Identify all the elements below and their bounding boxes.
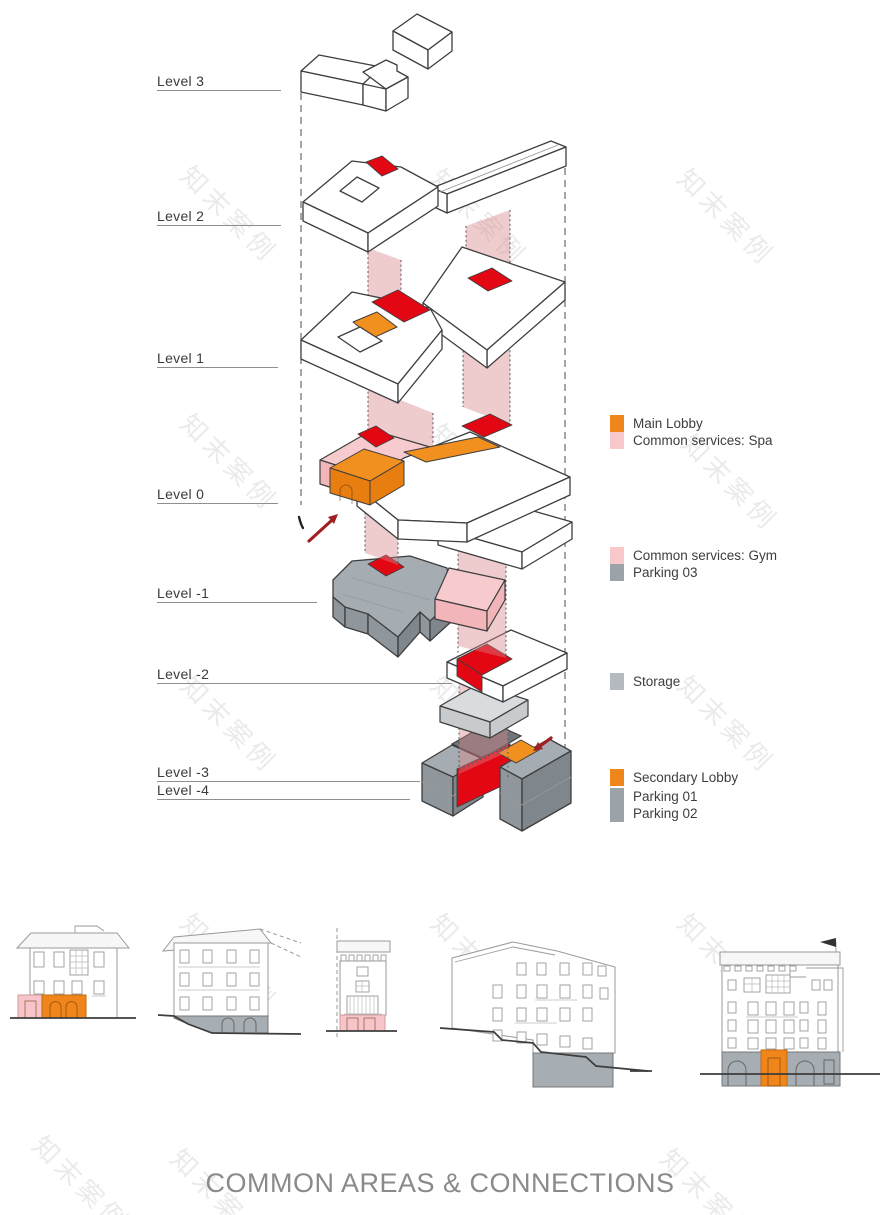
legend-label: Parking 03: [633, 565, 698, 580]
level-label-0: Level 0: [157, 486, 278, 504]
secondary-entrance-arrow: [533, 736, 553, 751]
level-label-2: Level 2: [157, 208, 281, 226]
core-red-strip: [371, 289, 431, 323]
level-label-text: Level 3: [157, 73, 205, 89]
level-label-1: Level 1: [157, 350, 278, 368]
legend-item: Main Lobby: [610, 415, 773, 432]
elevation-3: [326, 928, 397, 1040]
level-line: [157, 367, 278, 368]
legend-group-secondary-parking: Secondary Lobby Parking 01 Parking 02: [610, 769, 738, 822]
level-label-text: Level -4: [157, 782, 210, 798]
lobby-door-arch: [339, 484, 353, 504]
level-line: [157, 799, 410, 800]
level-line: [157, 781, 420, 782]
legend-swatch-secondary-lobby: [610, 769, 624, 786]
legend-group-gym-parking3: Common services: Gym Parking 03: [610, 547, 777, 581]
legend-swatch-spa: [610, 432, 624, 449]
elevation-2: [157, 928, 302, 1035]
elevation-1: [10, 925, 136, 1019]
legend-group-lobby-spa: Main Lobby Common services: Spa: [610, 415, 773, 449]
level-label-m4: Level -4: [157, 782, 410, 800]
legend-group-storage: Storage: [610, 673, 680, 690]
level-line: [157, 602, 317, 603]
level-minus1-parking-gym: [332, 554, 506, 658]
level-label-text: Level 2: [157, 208, 205, 224]
legend-swatch-parking03: [610, 564, 624, 581]
parking-elevation-fill: [532, 1052, 614, 1088]
level-minus3-minus4-parking-blocks: [421, 721, 572, 832]
legend-item: Parking 03: [610, 564, 777, 581]
legend-item: Common services: Spa: [610, 432, 773, 449]
level-label-m3: Level -3: [157, 764, 420, 782]
legend-item: Storage: [610, 673, 680, 690]
level-line: [157, 683, 452, 684]
page-title: COMMON AREAS & CONNECTIONS: [205, 1168, 675, 1198]
legend-label: Common services: Gym: [633, 548, 778, 563]
legend-label: Storage: [633, 674, 681, 689]
flag: [820, 938, 836, 947]
level-label-text: Level -3: [157, 764, 210, 780]
legend-label: Common services: Spa: [633, 433, 773, 448]
legend-swatch-parking02: [610, 805, 624, 822]
guide-lines: [300, 93, 566, 770]
level-label-m1: Level -1: [157, 585, 317, 603]
elevation-5: [630, 938, 880, 1087]
legend-item: Parking 01: [610, 788, 738, 805]
level-line: [157, 225, 281, 226]
level0-plate: [319, 413, 571, 543]
spa-elevation-fill: [17, 994, 43, 1019]
main-lobby-elevation-fill: [41, 994, 87, 1019]
legend-swatch-parking01: [610, 788, 624, 805]
core-red-patch: [367, 554, 405, 577]
legend-label: Parking 01: [633, 789, 698, 804]
level-label-3: Level 3: [157, 73, 281, 91]
legend-label: Main Lobby: [633, 416, 703, 431]
level3-plate: [300, 13, 453, 112]
lobby-corridor: [403, 436, 501, 463]
level-label-text: Level 0: [157, 486, 205, 502]
building-elevations: [10, 925, 880, 1088]
core-red-patch: [357, 425, 395, 448]
exploded-axonometric-diagram: [297, 13, 573, 832]
legend-item: Secondary Lobby: [610, 769, 738, 786]
legend-swatch-storage: [610, 673, 624, 690]
legend-swatch-gym: [610, 547, 624, 564]
level-label-text: Level -1: [157, 585, 210, 601]
level-line: [157, 503, 278, 504]
level-label-text: Level 1: [157, 350, 205, 366]
legend-swatch-main-lobby: [610, 415, 624, 432]
core-red-patch: [365, 155, 399, 177]
legend-item: Common services: Gym: [610, 547, 777, 564]
level2-plate: [302, 140, 567, 253]
secondary-lobby-elevation-fill: [760, 1049, 788, 1087]
legend-item: Parking 02: [610, 805, 738, 822]
level1-plate: [300, 246, 566, 404]
core-red-patch: [467, 267, 513, 292]
legend-label: Secondary Lobby: [633, 770, 739, 785]
legend-label: Parking 02: [633, 806, 698, 821]
level-label-m2: Level -2: [157, 666, 452, 684]
level-label-text: Level -2: [157, 666, 210, 682]
elevation-4: [439, 941, 649, 1088]
core-red-patch: [461, 413, 513, 438]
level-minus2-plate: [446, 629, 568, 703]
main-entrance-arrow: [297, 514, 338, 543]
level-line: [157, 90, 281, 91]
